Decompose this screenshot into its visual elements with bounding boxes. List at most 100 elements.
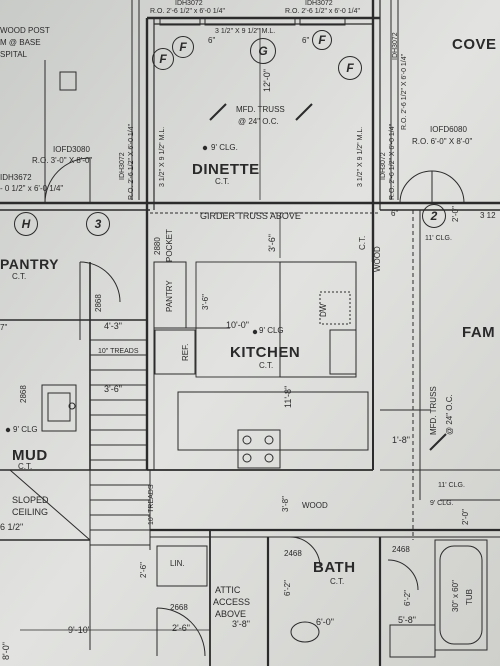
note-base: M @ BASE [0, 38, 41, 47]
note-attic: ATTIC [215, 585, 241, 595]
dim-2868-b: 2868 [19, 385, 28, 403]
note-wood-post: WOOD POST [0, 26, 50, 35]
dim-11-8: 11'-8" [283, 385, 293, 408]
room-kitchen-sub: C.T. [259, 361, 274, 370]
closet-lin: LIN. [170, 559, 185, 568]
dim-6-half: 6 1/2" [0, 522, 24, 532]
note-ceiling: CEILING [12, 507, 49, 517]
ct-vert: C.T. [358, 235, 367, 250]
note-at-24: @ 24" O.C. [238, 117, 279, 126]
floor-wood: WOOD [302, 501, 328, 510]
dim-6-b: 6" [302, 36, 310, 45]
room-bath: BATH [313, 559, 356, 576]
dim-8-0: 8'-0" [1, 642, 11, 660]
room-cover: COVE [452, 36, 497, 53]
window-ro: R.O. 2'-6 1/2" x 6'-0 1/4" [285, 8, 360, 15]
dim-5-8: 5'-8" [398, 615, 416, 625]
window-ro: R.O. 2'-6 1/2" x 6'-0 1/4" [150, 8, 225, 15]
note-clg-11-a: 11' CLG. [425, 235, 452, 242]
dim-6-c: 6" [391, 209, 399, 218]
tub-label: TUB [465, 589, 474, 605]
door-ro-3672: - 0 1/2" x 6'-0 1/4" [0, 184, 64, 193]
dim-2-6-b: 2'-6" [172, 623, 190, 633]
wood-vert: WOOD [373, 246, 382, 272]
note-girder: GIRDER TRUSS ABOVE [200, 211, 301, 221]
note-treads-a: 10" TREADS [98, 348, 139, 355]
pantry-closet-label: PANTRY [165, 280, 174, 312]
dim-3-6-b: 3'-6" [201, 294, 210, 310]
note-treads-b: 10" TREADS [148, 484, 155, 525]
dim-6-0: 6'-0" [316, 617, 334, 627]
note-clg-dinette: 9' CLG. [211, 143, 238, 152]
note-clg-mud: 9' CLG [13, 425, 38, 434]
window-ml: 3 1/2" X 9 1/2" M.L. [215, 28, 276, 35]
door-iofd6080: IOFD6080 [430, 125, 467, 134]
note-sloped: SLOPED [12, 495, 49, 505]
dim-1-8: 1'-8" [392, 435, 410, 445]
dim-12-0: 12'-0" [262, 69, 272, 92]
room-pantry-sub: C.T. [12, 272, 27, 281]
door-iofd3080: IOFD3080 [53, 145, 90, 154]
section-marker: G [250, 38, 276, 64]
tub-size: 30" x 60" [451, 580, 460, 612]
room-mud: MUD [12, 447, 48, 464]
dim-3-6-a: 3'-6" [267, 234, 277, 252]
side-window-id: IDH3072 [392, 32, 399, 60]
side-window-ro: R.O. 2'-6 1/2" X 6'-0 1/4" [401, 53, 408, 130]
appliance-ref: REF. [181, 343, 190, 361]
section-marker: 3 [86, 212, 110, 236]
section-marker: H [14, 212, 38, 236]
note-above: ABOVE [215, 609, 247, 619]
dim-10-0: 10'-0" [226, 320, 249, 330]
pocket-2880: 2880 [153, 237, 162, 255]
dim-2-0-b: 2'-0" [461, 509, 470, 525]
dim-7: 7" [0, 323, 8, 332]
note-clg-9-r: 9' CLG. [430, 500, 454, 507]
room-pantry: PANTRY [0, 256, 59, 272]
dim-3-8-b: 3'-8" [232, 619, 250, 629]
note-at-24-r: @ 24" O.C. [445, 394, 454, 435]
dim-9-10: 9'-10" [68, 625, 91, 635]
section-marker: F [152, 48, 174, 70]
pocket-label: POCKET [165, 229, 174, 262]
side-window-ro: R.O. 2'-6 1/2" X 6'-0 1/4" [389, 123, 396, 200]
room-dinette: DINETTE [192, 161, 260, 178]
dim-3-12: 3 12 [480, 211, 496, 220]
beam-ml-right: 3 1/2" X 9 1/2" M.L. [357, 126, 364, 187]
side-window-ro: R.O. 2'-6 1/2" X 6'-0 1/4" [128, 123, 135, 200]
door-ro-6080: R.O. 6'-0" X 8'-0" [412, 137, 473, 146]
door-idh3672: IDH3672 [0, 173, 32, 182]
room-mud-sub: C.T. [18, 462, 33, 471]
section-marker: F [338, 56, 362, 80]
dim-6-2-a: 6'-2" [283, 580, 292, 596]
appliance-dw: DW [319, 303, 328, 317]
side-window-id: IDH3072 [119, 152, 126, 180]
dim-2468-b: 2468 [392, 545, 410, 554]
room-fam: FAM [462, 324, 496, 341]
note-clg-kitchen: 9' CLG [259, 326, 284, 335]
window-id: IDH3072 [305, 0, 333, 7]
dim-6-2-b: 6'-2" [403, 590, 412, 606]
dim-2468-a: 2468 [284, 549, 302, 558]
room-dinette-sub: C.T. [215, 177, 230, 186]
dim-3-6-c: 3'-6" [104, 384, 122, 394]
dim-6-a: 6" [208, 36, 216, 45]
note-clg-11-b: 11' CLG. [438, 482, 465, 489]
note-mfd-truss: MFD. TRUSS [236, 105, 285, 114]
note-access: ACCESS [213, 597, 251, 607]
note-spital: SPITAL [0, 50, 27, 59]
dim-2868-a: 2868 [94, 294, 103, 312]
room-bath-sub: C.T. [330, 577, 345, 586]
dim-2668: 2668 [170, 603, 188, 612]
dim-3-8-a: 3'-8" [281, 496, 290, 512]
door-ro-3080: R.O. 3'-0" X 8'-0" [32, 156, 93, 165]
window-id: IDH3072 [175, 0, 203, 7]
section-marker: 2 [422, 204, 446, 228]
dim-2-6-a: 2'-6" [139, 562, 148, 578]
dim-4-3: 4'-3" [104, 321, 122, 331]
beam-ml-left: 3 1/2" X 9 1/2" M.L. [159, 126, 166, 187]
room-kitchen: KITCHEN [230, 344, 301, 361]
section-marker: F [172, 36, 194, 58]
section-marker: F [312, 30, 332, 50]
